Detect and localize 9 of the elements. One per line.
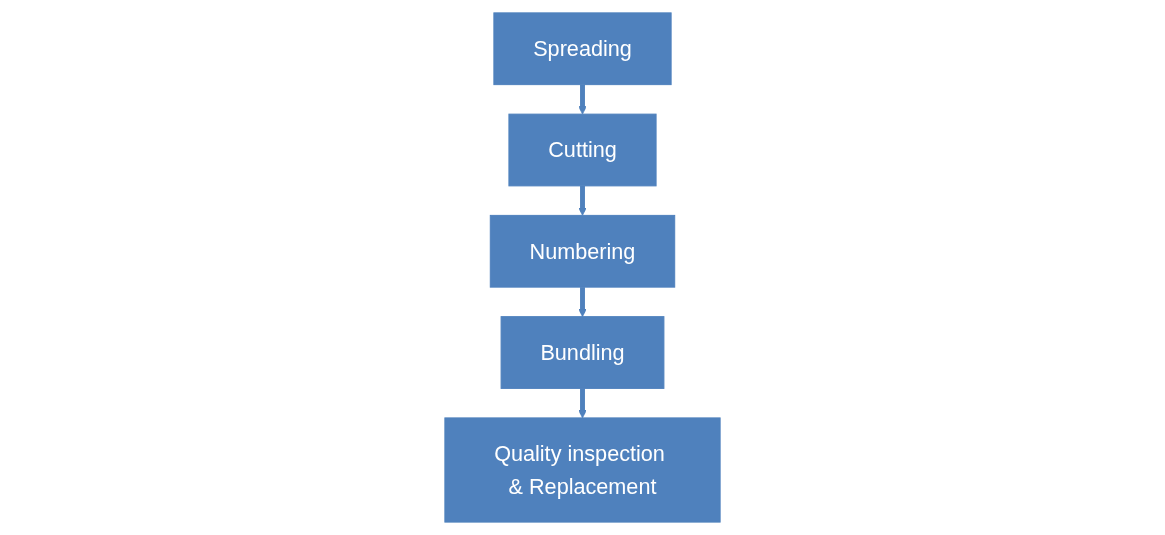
- arrow: [578, 287, 587, 318]
- arrow: [578, 185, 587, 216]
- arrow: [578, 84, 587, 115]
- node-box: Quality inspection & Replacement: [444, 417, 721, 523]
- node-box: Cutting: [508, 113, 657, 187]
- node-box: Bundling: [500, 316, 665, 389]
- node-box: Numbering: [489, 214, 676, 288]
- arrow: [578, 388, 587, 419]
- node-box: Spreading: [493, 12, 672, 86]
